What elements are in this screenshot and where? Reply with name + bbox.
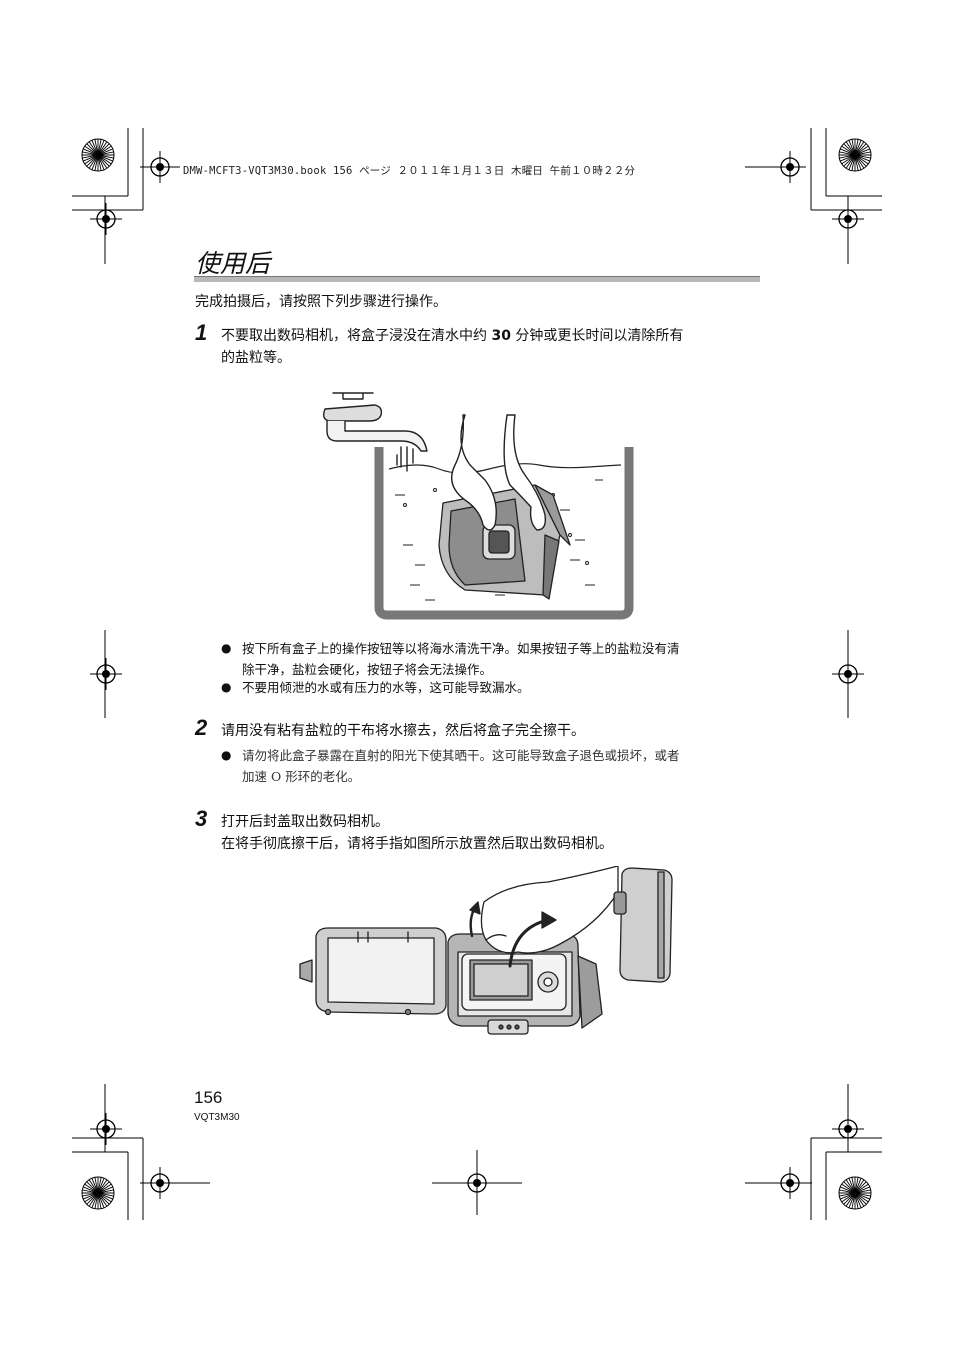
step-3-text-line2: 在将手彻底擦干后，请将手指如图所示放置然后取出数码相机。 — [221, 836, 613, 852]
step-1-bullet-2: ● 不要用倾泄的水或有压力的水等，这可能导致漏水。 — [221, 677, 761, 699]
step-1-minutes: 30 — [491, 328, 511, 344]
bullet-dot: ● — [221, 641, 232, 655]
remove-camera-illustration — [299, 866, 673, 1035]
step-1-text: 不要取出数码相机，将盒子浸没在清水中约 30 分钟或更长时间以清除所有 的盐粒等… — [221, 325, 683, 369]
step-1-text-b: 分钟或更长时间以清除所有 — [510, 328, 684, 344]
section-title: 使用后 — [195, 249, 271, 278]
step-3-text-line1: 打开后封盖取出数码相机。 — [221, 814, 389, 830]
step-2-number: 2 — [195, 715, 208, 740]
step-2-text: 请用没有粘有盐粒的干布将水擦去，然后将盒子完全擦干。 — [221, 723, 585, 739]
step-1-text-a: 不要取出数码相机，将盒子浸没在清水中约 — [221, 328, 492, 344]
step-3-number: 3 — [195, 806, 208, 831]
section-intro: 完成拍摄后，请按照下列步骤进行操作。 — [195, 294, 447, 310]
bullet-text: 请勿将此盒子暴露在直射的阳光下使其晒干。这可能导致盒子退色或损坏，或者加速 O … — [242, 748, 680, 784]
step-3-text: 打开后封盖取出数码相机。 在将手彻底擦干后，请将手指如图所示放置然后取出数码相机… — [221, 811, 613, 855]
title-rule — [194, 276, 760, 282]
bullet-dot: ● — [221, 748, 232, 762]
bullet-text: 不要用倾泄的水或有压力的水等，这可能导致漏水。 — [242, 680, 530, 695]
step-1-text-line2: 的盐粒等。 — [221, 350, 291, 366]
step-1-bullet-1: ● 按下所有盒子上的操作按钮等以将海水清洗干净。如果按钮子等上的盐粒没有清除干净… — [221, 638, 761, 682]
step-2-bullet-1: ● 请勿将此盒子暴露在直射的阳光下使其晒干。这可能导致盒子退色或损坏，或者加速 … — [221, 745, 761, 789]
print-header-line: DMW-MCFT3-VQT3M30.book 156 ページ ２０１１年１月１３… — [183, 165, 636, 177]
bullet-dot: ● — [221, 680, 232, 694]
page-number: 156 — [194, 1088, 223, 1107]
step-1-number: 1 — [195, 320, 208, 345]
document-code: VQT3M30 — [194, 1112, 240, 1123]
bullet-text: 按下所有盒子上的操作按钮等以将海水清洗干净。如果按钮子等上的盐粒没有清除干净，盐… — [242, 641, 680, 677]
rinse-case-illustration — [322, 392, 634, 620]
